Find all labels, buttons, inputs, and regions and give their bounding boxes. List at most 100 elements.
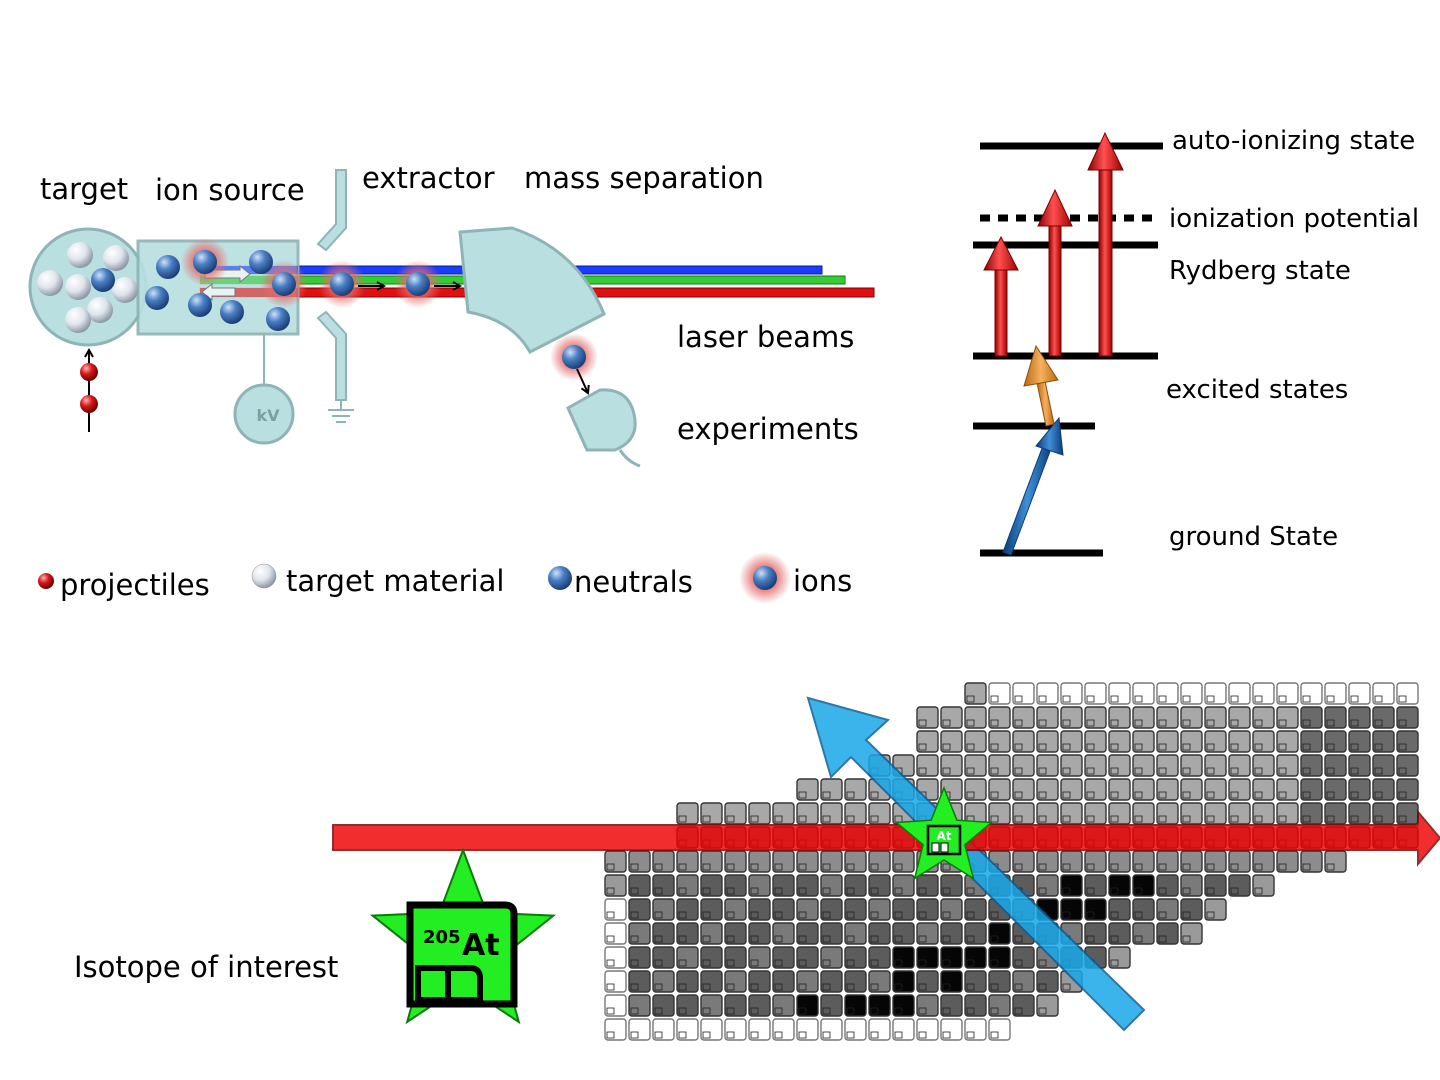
nuclide-cell: [1108, 778, 1131, 801]
nuclide-cell-mark: [1302, 743, 1311, 751]
nuclide-cell: [1348, 754, 1371, 777]
nuclide-cell-mark: [870, 887, 879, 895]
nuclide-cell-mark: [1326, 767, 1335, 775]
nuclide-cell-mark: [1062, 743, 1071, 751]
nuclide-cell: [1156, 874, 1179, 897]
nuclide-cell: [1060, 874, 1083, 897]
nuclide-cell-mark: [702, 935, 711, 943]
nuclide-cell-mark: [942, 743, 951, 751]
neutral-in-target: [91, 268, 115, 292]
nuclide-cell: [628, 970, 651, 993]
nuclide-cell: [604, 922, 627, 945]
nuclide-cell-mark: [606, 911, 615, 919]
nuclide-cell-mark: [1302, 695, 1311, 703]
nuclide-cell-mark: [1134, 887, 1143, 895]
label-excited: excited states: [1166, 375, 1348, 405]
nuclide-cell-mark: [1254, 887, 1263, 895]
nuclide-cell: [652, 946, 675, 969]
nuclide-cell-mark: [918, 911, 927, 919]
nuclide-cell-mark: [630, 887, 639, 895]
nuclide-cell: [844, 1018, 867, 1041]
nuclide-cell-mark: [1182, 695, 1191, 703]
nuclide-cell: [1180, 802, 1203, 825]
nuclide-cell: [700, 802, 723, 825]
nuclide-cell-mark: [606, 959, 615, 967]
nuclide-cell-mark: [1158, 719, 1167, 727]
nuclide-cell-mark: [966, 767, 975, 775]
nuclide-cell: [964, 922, 987, 945]
nuclide-cell: [844, 778, 867, 801]
nuclide-cell-mark: [822, 1031, 831, 1039]
nuclide-cell-mark: [870, 815, 879, 823]
nuclide-cell-mark: [1062, 983, 1071, 991]
nuclide-cell-mark: [678, 935, 687, 943]
nuclide-cell-mark: [726, 863, 735, 871]
nuclide-cell-mark: [798, 791, 807, 799]
nuclide-cell: [964, 970, 987, 993]
nuclide-cell-mark: [1302, 767, 1311, 775]
nuclide-cell-mark: [630, 983, 639, 991]
nuclide-cell-mark: [630, 911, 639, 919]
nuclide-cell-mark: [918, 743, 927, 751]
red-horizontal-arrow: [332, 809, 1440, 867]
nuclide-cell: [868, 922, 891, 945]
nuclide-cell-mark: [1278, 695, 1287, 703]
nuclide-cell: [604, 970, 627, 993]
isotope-mass-number: 205: [423, 927, 461, 948]
nuclide-cell-mark: [1182, 815, 1191, 823]
nuclide-cell: [652, 850, 675, 873]
legend-neutral-icon: [548, 566, 572, 590]
nuclide-cell: [1372, 778, 1395, 801]
nuclide-chart-cells: [604, 682, 1419, 1041]
nuclide-cell-mark: [1038, 863, 1047, 871]
nuclide-cell: [1012, 730, 1035, 753]
nuclide-cell: [844, 970, 867, 993]
nuclide-cell-mark: [990, 1031, 999, 1039]
nuclide-cell-mark: [1398, 719, 1407, 727]
nuclide-cell-mark: [1230, 743, 1239, 751]
nuclide-cell: [1060, 754, 1083, 777]
nuclide-cell-mark: [798, 1007, 807, 1015]
nuclide-cell-mark: [1086, 887, 1095, 895]
nuclide-cell: [964, 778, 987, 801]
nuclide-cell-mark: [1134, 695, 1143, 703]
nuclide-cell-mark: [1062, 719, 1071, 727]
nuclide-cell-mark: [1230, 767, 1239, 775]
nuclide-cell: [628, 946, 651, 969]
nuclide-cell-mark: [1350, 743, 1359, 751]
nuclide-cell-mark: [1038, 959, 1047, 967]
nuclide-cell-mark: [606, 863, 615, 871]
nuclide-cell-mark: [1086, 911, 1095, 919]
nuclide-cell: [964, 1018, 987, 1041]
nuclide-cell: [1180, 730, 1203, 753]
nuclide-cell-mark: [702, 815, 711, 823]
nuclide-cell-mark: [750, 1031, 759, 1039]
nuclide-cell-mark: [1326, 743, 1335, 751]
nuclide-cell: [1180, 850, 1203, 873]
nuclide-cell-mark: [798, 863, 807, 871]
nuclide-cell: [1084, 778, 1107, 801]
nuclide-cell: [1276, 706, 1299, 729]
nuclide-cell: [1300, 802, 1323, 825]
nuclide-cell: [1276, 682, 1299, 705]
nuclide-cell: [916, 970, 939, 993]
nuclide-cell: [604, 994, 627, 1017]
nuclide-cell-mark: [846, 935, 855, 943]
nuclide-cell: [868, 994, 891, 1017]
nuclide-cell: [916, 946, 939, 969]
nuclide-cell-mark: [822, 791, 831, 799]
nuclide-cell: [1228, 802, 1251, 825]
nuclide-cell: [748, 802, 771, 825]
nuclide-cell-mark: [1182, 887, 1191, 895]
nuclide-cell-mark: [846, 1031, 855, 1039]
label-rydberg: Rydberg state: [1169, 256, 1351, 286]
nuclide-cell-mark: [1086, 767, 1095, 775]
nuclide-cell: [820, 946, 843, 969]
nuclide-cell: [1156, 706, 1179, 729]
nuclide-cell: [820, 922, 843, 945]
nuclide-cell-mark: [774, 815, 783, 823]
nuclide-cell: [1396, 778, 1419, 801]
nuclide-cell: [1228, 874, 1251, 897]
nuclide-cell: [868, 874, 891, 897]
nuclide-cell: [700, 922, 723, 945]
